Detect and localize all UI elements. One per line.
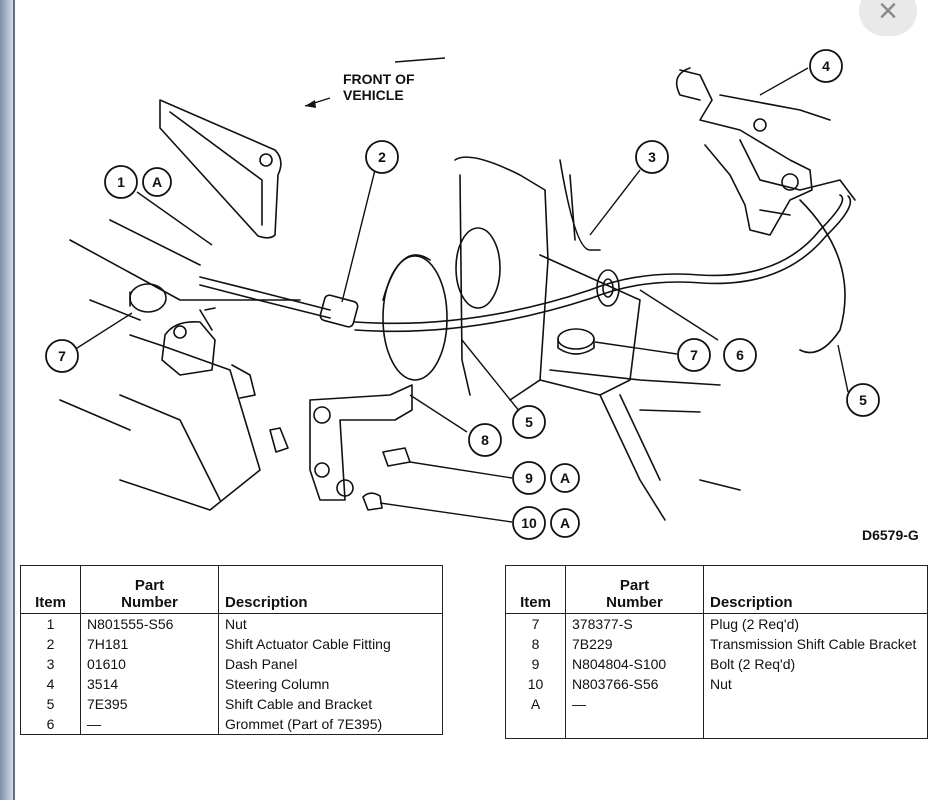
window-left-edge [0,0,15,800]
callout-10-a: A [560,515,570,531]
close-icon: × [878,0,898,30]
header-item: Item [505,565,566,614]
close-button[interactable]: × [859,0,917,36]
shift-cable-left [199,276,331,311]
callout-7-left: 7 [58,348,66,364]
callout-9: 9 [525,470,533,486]
steering-column-shape [679,69,813,236]
callout-9-a: A [560,470,570,486]
header-description: Description [218,565,443,614]
shift-cable-main [354,194,844,325]
front-of-vehicle-label-1: FRONT OF [343,71,415,87]
cable-bracket-shape [309,384,413,501]
header-item: Item [20,565,81,614]
callout-4: 4 [822,58,830,74]
callout-6: 6 [736,347,744,363]
callout-8: 8 [481,432,489,448]
transmission-lever-shape [161,320,216,376]
callout-7-right: 7 [690,347,698,363]
callout-1-a: A [152,174,162,190]
dash-panel-shape [159,99,282,239]
callout-3: 3 [648,149,656,165]
callout-10: 10 [521,515,537,531]
front-of-vehicle-label-2: VEHICLE [343,87,404,103]
callout-2: 2 [378,149,386,165]
header-description: Description [703,565,928,614]
exploded-view-diagram: 1 A 2 3 4 7 5 7 6 8 9 A 10 A 5 FRONT OF … [45,49,880,540]
table-row: A— [505,694,928,738]
table-row: 6—Grommet (Part of 7E395) [20,714,443,735]
callout-1: 1 [117,174,125,190]
callout-5-left: 5 [525,414,533,430]
callout-5-right: 5 [859,392,867,408]
figure-code: D6579-G [862,527,919,543]
